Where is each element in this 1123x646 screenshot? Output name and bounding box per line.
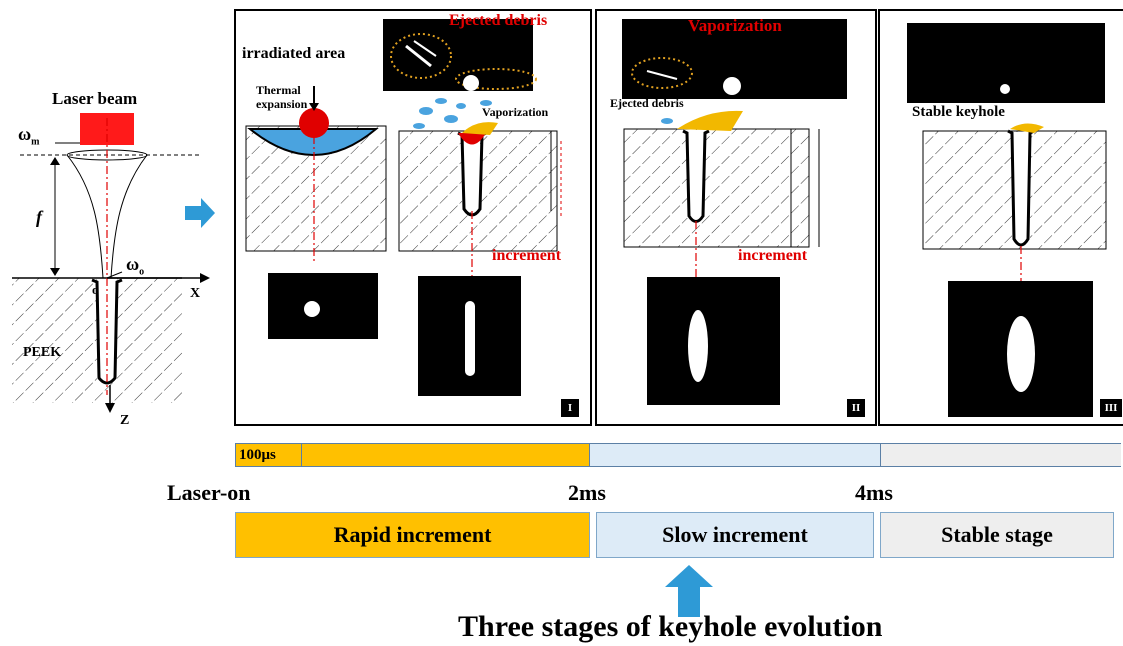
- increment-label-2: increment: [738, 247, 808, 264]
- timeline-rapid-segment: [236, 444, 589, 466]
- increment-label: increment: [492, 247, 562, 264]
- keyhole-profile: [91, 278, 123, 385]
- ejected-debris-label-2: Ejected debris: [610, 96, 684, 110]
- stage-numeral-1: I: [561, 399, 579, 417]
- laser-on-label: Laser-on: [167, 480, 251, 505]
- focal-length-label: f: [36, 207, 42, 227]
- z-axis-label: Z: [120, 413, 130, 428]
- laser-schematic: [12, 113, 210, 413]
- laser-beam-label: Laser beam: [52, 89, 138, 108]
- up-arrow-icon: [665, 565, 713, 617]
- stage-stable: Stable stage: [880, 512, 1114, 558]
- stage-numeral-3: III: [1100, 399, 1122, 417]
- material-label: PEEK: [23, 345, 62, 360]
- stage-numeral-2: II: [847, 399, 865, 417]
- time-4ms-label: 4ms: [855, 480, 893, 505]
- stage-slow-increment: Slow increment: [596, 512, 874, 558]
- right-arrow-icon: [185, 198, 215, 228]
- debris-image: [383, 19, 533, 91]
- panel-stage-2: Vaporization Ejected debris increment II: [595, 9, 877, 426]
- figure-caption: Three stages of keyhole evolution: [458, 610, 883, 643]
- panel-stage-3: Stable keyhole III: [878, 9, 1123, 426]
- timeline-slow-segment: [589, 444, 881, 466]
- origin-label: o: [92, 282, 99, 297]
- irradiated-area-label: irradiated area: [242, 45, 346, 62]
- omega-m-label: ωm: [18, 124, 40, 148]
- keyhole-image-2: [647, 277, 780, 405]
- stage-rapid-increment: Rapid increment: [235, 512, 590, 558]
- time-2ms-label: 2ms: [568, 480, 606, 505]
- spot-image: [268, 273, 378, 339]
- vaporization-label: Vaporization: [482, 105, 549, 119]
- vaporization-label-2: Vaporization: [688, 16, 782, 35]
- stable-keyhole-label: Stable keyhole: [912, 104, 1005, 120]
- omega-o-label: ωo: [126, 254, 145, 278]
- timeline-stable-segment: [880, 444, 1121, 466]
- timeline-first-cell: 100μs: [236, 444, 302, 466]
- timeline-bar: 100μs: [235, 443, 1121, 467]
- x-axis-label: X: [190, 286, 201, 301]
- ejected-debris-label: Ejected debris: [449, 12, 548, 29]
